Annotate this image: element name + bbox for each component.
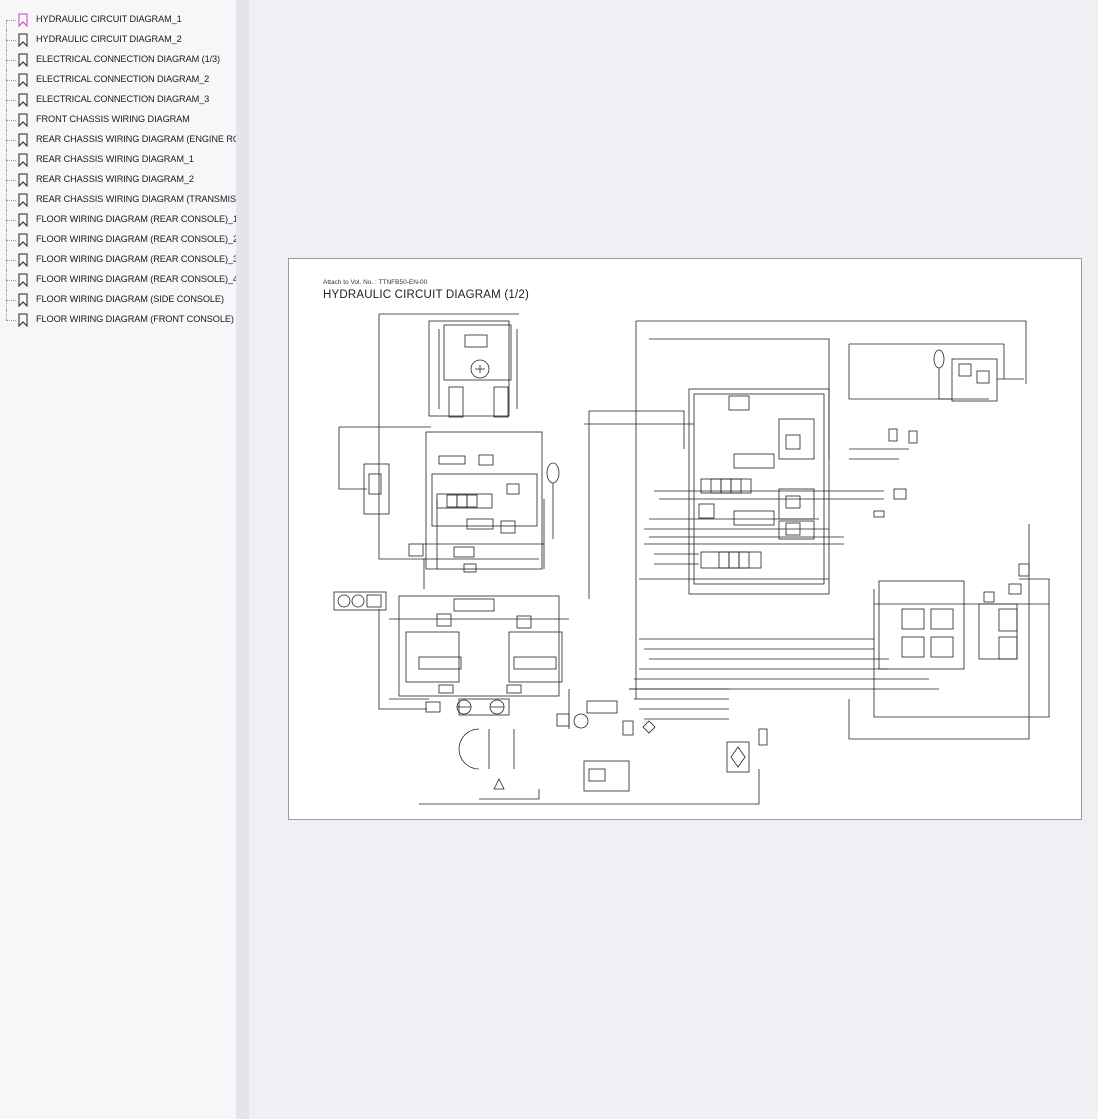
bookmark-item[interactable]: FLOOR WIRING DIAGRAM (REAR CONSOLE)_1 xyxy=(0,210,236,230)
bookmark-icon xyxy=(18,13,28,27)
attach-note: Attach to Vol. No. : TTNFB50-EN-00 xyxy=(323,279,428,286)
bookmark-icon xyxy=(18,133,28,147)
bookmark-item[interactable]: FRONT CHASSIS WIRING DIAGRAM xyxy=(0,110,236,130)
panel-splitter[interactable] xyxy=(236,0,482,1119)
tree-connector xyxy=(6,280,16,281)
tree-connector xyxy=(6,320,16,321)
bookmark-label: REAR CHASSIS WIRING DIAGRAM_2 xyxy=(36,174,194,184)
bookmark-label: HYDRAULIC CIRCUIT DIAGRAM_2 xyxy=(36,34,182,44)
tree-connector xyxy=(6,100,16,101)
bookmark-label: ELECTRICAL CONNECTION DIAGRAM (1/3) xyxy=(36,54,221,64)
bookmark-label: REAR CHASSIS WIRING DIAGRAM_1 xyxy=(36,154,194,164)
bookmark-item[interactable]: REAR CHASSIS WIRING DIAGRAM_1 xyxy=(0,150,236,170)
bookmark-item[interactable]: ELECTRICAL CONNECTION DIAGRAM (1/3) xyxy=(0,50,236,70)
tree-connector xyxy=(6,60,16,61)
tree-connector xyxy=(6,200,16,201)
bookmark-label: FLOOR WIRING DIAGRAM (SIDE CONSOLE) xyxy=(36,294,224,304)
bookmark-icon xyxy=(18,113,28,127)
bookmark-label: FLOOR WIRING DIAGRAM (REAR CONSOLE)_4 xyxy=(36,274,236,284)
bookmark-label: FRONT CHASSIS WIRING DIAGRAM xyxy=(36,114,190,124)
bookmark-item[interactable]: FLOOR WIRING DIAGRAM (REAR CONSOLE)_3 xyxy=(0,250,236,270)
tree-connector xyxy=(6,240,16,241)
tree-connector xyxy=(6,300,16,301)
bookmark-item[interactable]: FLOOR WIRING DIAGRAM (REAR CONSOLE)_2 xyxy=(0,230,236,250)
page-title: HYDRAULIC CIRCUIT DIAGRAM (1/2) xyxy=(323,289,529,301)
hydraulic-schematic xyxy=(333,313,1050,805)
bookmark-item[interactable]: FLOOR WIRING DIAGRAM (SIDE CONSOLE) xyxy=(0,290,236,310)
bookmark-label: REAR CHASSIS WIRING DIAGRAM (TRANSMISSIO… xyxy=(36,194,236,204)
bookmark-item[interactable]: REAR CHASSIS WIRING DIAGRAM (TRANSMISSIO… xyxy=(0,190,236,210)
bookmark-label: FLOOR WIRING DIAGRAM (REAR CONSOLE)_2 xyxy=(36,234,236,244)
tree-line xyxy=(6,310,7,320)
bookmark-item[interactable]: REAR CHASSIS WIRING DIAGRAM_2 xyxy=(0,170,236,190)
document-page: Attach to Vol. No. : TTNFB50-EN-00 HYDRA… xyxy=(288,258,1082,820)
tree-connector xyxy=(6,160,16,161)
bookmark-icon xyxy=(18,213,28,227)
bookmark-icon xyxy=(18,313,28,327)
bookmark-item[interactable]: FLOOR WIRING DIAGRAM (REAR CONSOLE)_4 xyxy=(0,270,236,290)
bookmark-label: FLOOR WIRING DIAGRAM (REAR CONSOLE)_3 xyxy=(36,254,236,264)
bookmark-label: ELECTRICAL CONNECTION DIAGRAM_3 xyxy=(36,94,210,104)
bookmark-item[interactable]: HYDRAULIC CIRCUIT DIAGRAM_1 xyxy=(0,10,236,40)
bookmark-label: FLOOR WIRING DIAGRAM (FRONT CONSOLE) xyxy=(36,314,234,324)
bookmark-icon xyxy=(18,233,28,247)
bookmark-label: ELECTRICAL CONNECTION DIAGRAM_2 xyxy=(36,74,210,84)
tree-connector xyxy=(6,40,16,41)
bookmark-icon xyxy=(18,253,28,267)
bookmark-icon xyxy=(18,33,28,47)
tree-connector xyxy=(6,20,16,21)
bookmark-icon xyxy=(18,93,28,107)
bookmark-label: REAR CHASSIS WIRING DIAGRAM (ENGINE ROOM… xyxy=(36,134,236,144)
tree-connector xyxy=(6,140,16,141)
bookmark-item[interactable]: ELECTRICAL CONNECTION DIAGRAM_3 xyxy=(0,90,236,110)
bookmark-icon xyxy=(18,53,28,67)
bookmark-item[interactable]: REAR CHASSIS WIRING DIAGRAM (ENGINE ROOM… xyxy=(0,130,236,150)
bookmark-label: FLOOR WIRING DIAGRAM (REAR CONSOLE)_1 xyxy=(36,214,236,224)
tree-connector xyxy=(6,120,16,121)
bookmark-item[interactable]: FLOOR WIRING DIAGRAM (FRONT CONSOLE) xyxy=(0,310,236,330)
bookmark-icon xyxy=(18,73,28,87)
tree-connector xyxy=(6,80,16,81)
tree-connector xyxy=(6,180,16,181)
bookmark-icon xyxy=(18,273,28,287)
bookmark-icon xyxy=(18,173,28,187)
bookmark-item[interactable]: HYDRAULIC CIRCUIT DIAGRAM_2 xyxy=(0,30,236,50)
tree-connector xyxy=(6,220,16,221)
bookmark-label: HYDRAULIC CIRCUIT DIAGRAM_1 xyxy=(36,14,182,24)
bookmark-item[interactable]: ELECTRICAL CONNECTION DIAGRAM_2 xyxy=(0,70,236,90)
bookmark-icon xyxy=(18,153,28,167)
bookmark-icon xyxy=(18,193,28,207)
bookmark-icon xyxy=(18,293,28,307)
tree-connector xyxy=(6,260,16,261)
